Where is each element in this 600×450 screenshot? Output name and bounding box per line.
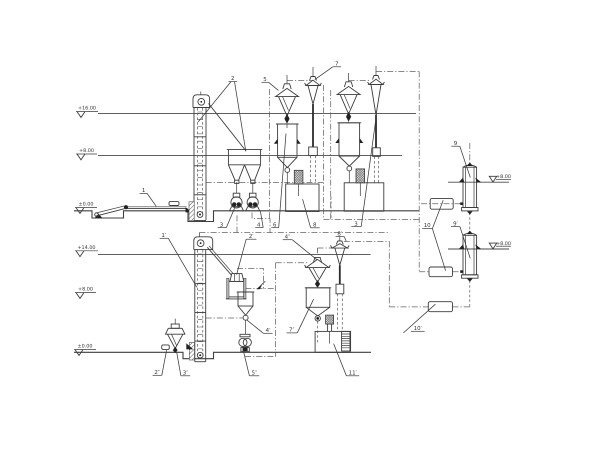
elevation-text: +16.00: [78, 106, 96, 112]
label-text: 10: [424, 222, 431, 229]
label-elevator-a: 2: [197, 75, 247, 152]
elevation-marker-lower-8: +8.00: [75, 287, 96, 300]
fan-box-2: [428, 266, 453, 278]
belt-conveyor: [94, 201, 193, 219]
label-elevator-b: 1′: [159, 232, 198, 288]
pellet-mill: [225, 273, 247, 300]
label-text: 11′: [349, 370, 358, 377]
elevation-marker-upper-8: +8.00: [76, 148, 97, 161]
elevation-marker-upper-0: ±0.00: [75, 202, 97, 215]
label-roller-a: 3: [217, 208, 235, 228]
label-fan-b: 10′: [403, 303, 436, 334]
label-fan-a: 10: [422, 200, 446, 271]
machine-11: [314, 314, 352, 353]
elevation-text: ±0.00: [79, 202, 94, 208]
elevation-marker-lower-0: ±0.00: [74, 344, 96, 357]
elevation-marker-upper-16: +16.00: [76, 106, 98, 119]
label-machine-11: 11′: [333, 343, 360, 377]
label-text: 7″: [289, 327, 295, 334]
wide-cyclone-2: [335, 73, 362, 123]
elevation-text: +8.00: [79, 148, 94, 154]
label-grinder-a: 8: [302, 199, 320, 229]
label-text: 5: [263, 76, 267, 83]
label-bin-a: 6: [271, 133, 287, 228]
label-text: 4′: [266, 327, 271, 334]
label-cyclone-narrow-b: 3: [351, 113, 377, 227]
label-bin-c: 7″: [286, 299, 314, 334]
filter-cylinder-1: [458, 162, 482, 215]
bin-3: [304, 287, 332, 343]
label-text: 1: [142, 187, 146, 194]
roller-feeder-1: [228, 192, 245, 212]
label-text: 2″: [154, 369, 160, 376]
small-box: [161, 344, 170, 350]
bucket-elevator-upper: [188, 91, 247, 221]
elevation-text: ±0.00: [78, 344, 93, 350]
label-text: 9: [454, 140, 458, 147]
grinder-1: [285, 169, 320, 212]
elevation-text: +8.00: [496, 174, 511, 180]
label-text: 9′: [453, 220, 458, 227]
label-cyclone-narrow-a: 7: [314, 60, 341, 80]
label-text: 6: [273, 221, 277, 228]
label-roller-b: 4: [255, 211, 264, 228]
duct-network: [199, 71, 471, 357]
label-text: 1′: [161, 232, 166, 239]
double-hopper-bin: [226, 149, 263, 194]
bin-1: [273, 123, 301, 184]
roller-feeder-2: [244, 192, 261, 212]
elevation-text: +14.00: [77, 245, 95, 251]
label-text: 5″: [252, 370, 258, 377]
label-small-box: 2″: [152, 350, 167, 376]
label-cylinder-a: 9: [451, 140, 471, 178]
elevation-text: +8.00: [496, 241, 511, 247]
narrow-cyclone-3: [330, 236, 350, 332]
label-text: 8′: [337, 230, 342, 237]
label-cyclone-wide-a: 5: [261, 76, 279, 91]
label-cylinder-b: 9′: [450, 220, 471, 259]
label-text: 3″: [183, 370, 189, 377]
filter-cylinder-2: [458, 230, 482, 282]
elevation-text: +8.00: [78, 287, 93, 293]
small-cyclone: [164, 318, 186, 354]
elevation-markers: +16.00 +8.00 ±0.00 +14.00 +8.00 ±0.00: [74, 106, 511, 357]
label-text: 10′: [414, 325, 423, 332]
fan-box-3: [427, 301, 453, 313]
labels: 1 2 5 7 3 4 6: [139, 60, 471, 377]
label-conveyor: 1: [139, 187, 157, 207]
label-text: 3: [354, 220, 358, 227]
label-text: 4″: [285, 234, 291, 241]
elevation-marker-right-top: +8.00: [488, 174, 511, 183]
label-text: 7: [335, 60, 339, 67]
label-cyclone-narrow-c: 8′: [335, 230, 347, 242]
label-text: 3: [220, 221, 224, 228]
bin-2: [335, 122, 364, 183]
label-text: 8: [313, 222, 317, 229]
label-text: 2′: [249, 233, 254, 240]
rotary-feeder: [238, 333, 252, 353]
label-rotary-feeder: 5″: [243, 352, 260, 377]
bucket-elevator-lower: [186, 232, 234, 363]
label-text: 4: [257, 221, 261, 228]
label-pellet-mill: 2′: [236, 233, 257, 275]
elevation-marker-lower-14: +14.00: [75, 245, 98, 258]
label-cyclone-wide-c: 4″: [282, 234, 318, 261]
label-cooler-outlet: 4′: [246, 319, 273, 334]
fan-box-1: [429, 197, 454, 210]
label-small-cyclone: 3″: [176, 351, 191, 377]
cooler-bin: [236, 291, 255, 335]
reference-lines: [74, 112, 509, 360]
grinder-2: [343, 168, 385, 212]
wide-cyclone-1: [274, 75, 300, 128]
elevation-marker-right-bottom: +8.00: [488, 241, 511, 250]
wide-cyclone-3: [304, 248, 331, 288]
label-text: 2: [231, 75, 235, 82]
